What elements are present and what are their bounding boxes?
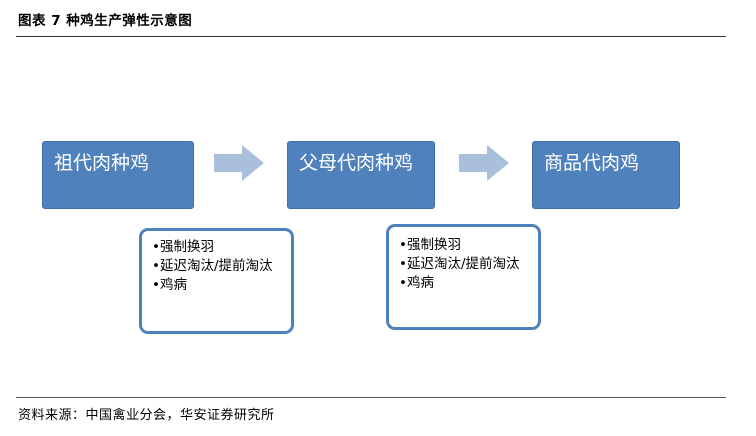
arrow-shape [214, 145, 264, 181]
source-note: 资料来源：中国禽业分会，华安证券研究所 [18, 408, 275, 423]
title-rule [16, 36, 726, 37]
stage-label: 父母代肉种鸡 [299, 152, 414, 174]
stage-label: 商品代肉鸡 [544, 152, 640, 174]
note-item: •强制换羽 [152, 239, 214, 255]
note-box-grandparent: •强制换羽 •延迟淘汰/提前淘汰 •鸡病 [139, 228, 294, 334]
right-arrow-icon [459, 145, 509, 181]
note-box-parent: •强制换羽 •延迟淘汰/提前淘汰 •鸡病 [386, 224, 541, 330]
stage-box-commercial: 商品代肉鸡 [532, 141, 680, 209]
note-item: •延迟淘汰/提前淘汰 [152, 258, 273, 274]
arrow-shape [459, 145, 509, 181]
figure-title: 图表 7 种鸡生产弹性示意图 [18, 13, 193, 29]
right-arrow-icon [214, 145, 264, 181]
note-item: •延迟淘汰/提前淘汰 [399, 256, 520, 272]
source-rule [16, 397, 726, 398]
stage-label: 祖代肉种鸡 [54, 152, 150, 174]
stage-box-grandparent: 祖代肉种鸡 [42, 141, 194, 209]
stage-box-parent: 父母代肉种鸡 [287, 141, 435, 209]
note-item: •鸡病 [399, 275, 434, 291]
note-item: •鸡病 [152, 277, 187, 293]
note-item: •强制换羽 [399, 237, 461, 253]
